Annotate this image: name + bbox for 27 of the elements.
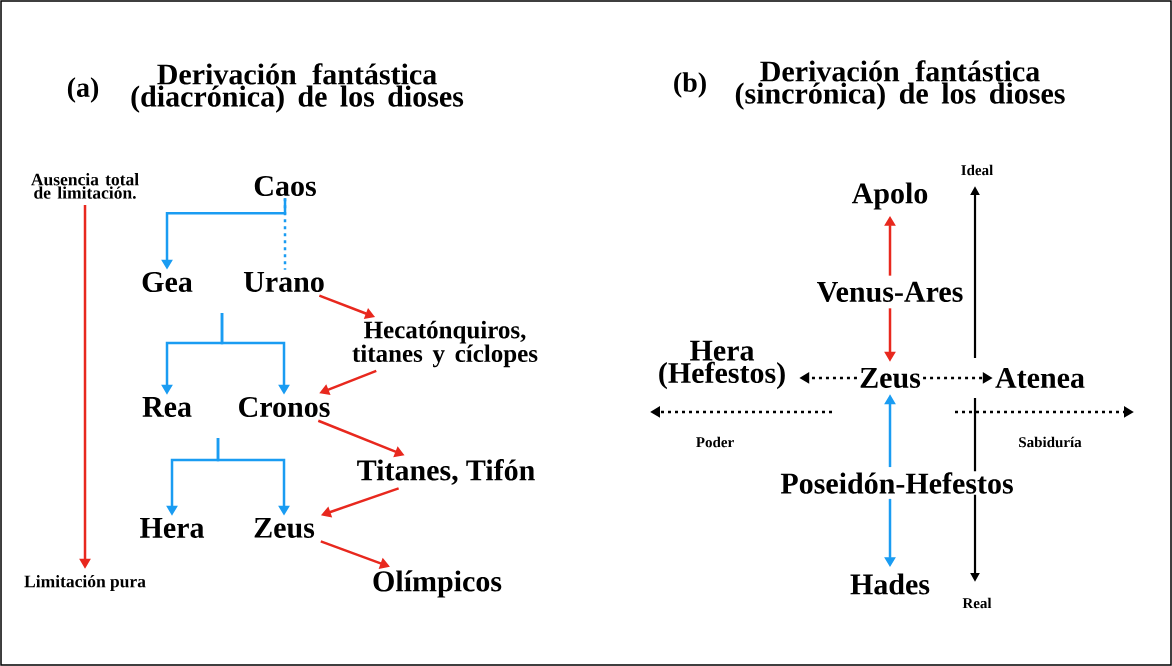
name-label: Hera: [140, 518, 205, 538]
panel-title: Derivación fantástica (diacrónica) de los dioses: [131, 63, 464, 113]
name-label: Titanes, Tifón: [357, 459, 535, 485]
name-label: Caos: [254, 175, 316, 197]
name-label: Ausencia total de limitación.: [31, 173, 139, 199]
name-label: Zeus: [860, 367, 921, 388]
name-label: Olímpicos: [373, 570, 502, 598]
name-label: Poseidón-Hefestos: [779, 471, 1015, 495]
axis-label: (b): [674, 72, 706, 98]
name-label: Rea: [142, 397, 192, 417]
name-label: Cronos: [239, 396, 330, 418]
name-label: Hades: [850, 573, 930, 595]
axis-label: Poder: [696, 436, 734, 448]
axis-label: (a): [67, 77, 99, 103]
name-label: Apolo: [851, 182, 928, 210]
name-label: Venus-Ares: [817, 281, 963, 303]
name-label: Hera (Hefestos): [659, 340, 785, 390]
name-label: Urano: [243, 272, 324, 292]
name-label: Limitación pura: [24, 575, 146, 591]
axis-label: Ideal: [961, 164, 993, 176]
name-label: Zeus: [254, 517, 315, 538]
name-label: Hecatónquiros, titanes y cíclopes: [352, 320, 538, 368]
axis-label: Real: [962, 597, 992, 609]
name-label: Atenea: [995, 367, 1085, 389]
name-label: Gea: [142, 271, 193, 293]
panel-title: Derivación fantástica (sincrónica) de los dioses: [735, 60, 1065, 110]
axis-label: Sabiduría: [1019, 436, 1082, 448]
